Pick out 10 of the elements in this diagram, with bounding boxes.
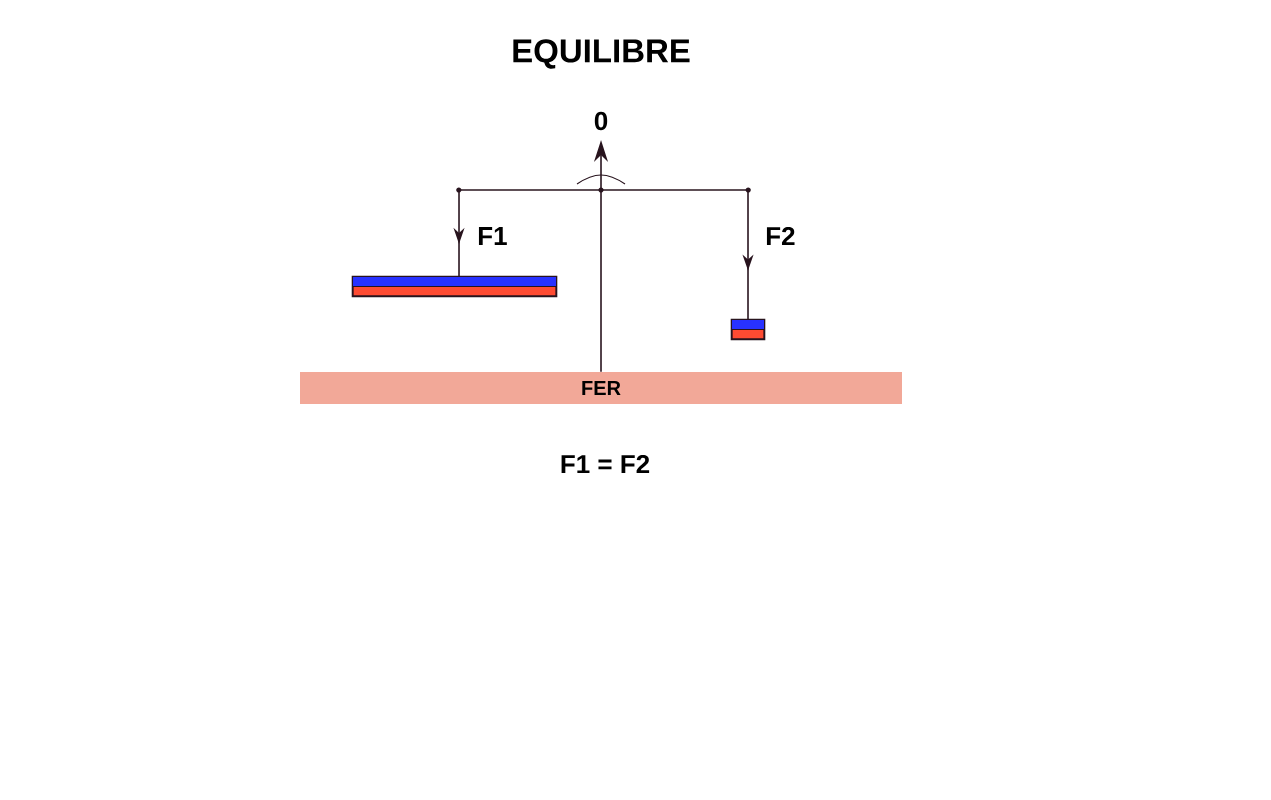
iron-band: FER xyxy=(300,372,902,404)
zero-label: 0 xyxy=(594,111,608,131)
magnet xyxy=(730,318,766,341)
force-label: F1 xyxy=(478,227,507,245)
magnet xyxy=(351,275,558,298)
force-label: F2 xyxy=(766,226,795,246)
title: EQUILIBRE xyxy=(513,39,690,69)
support-rod xyxy=(600,190,602,373)
balance-beam xyxy=(456,187,751,193)
equation: F1 = F2 xyxy=(561,454,650,474)
